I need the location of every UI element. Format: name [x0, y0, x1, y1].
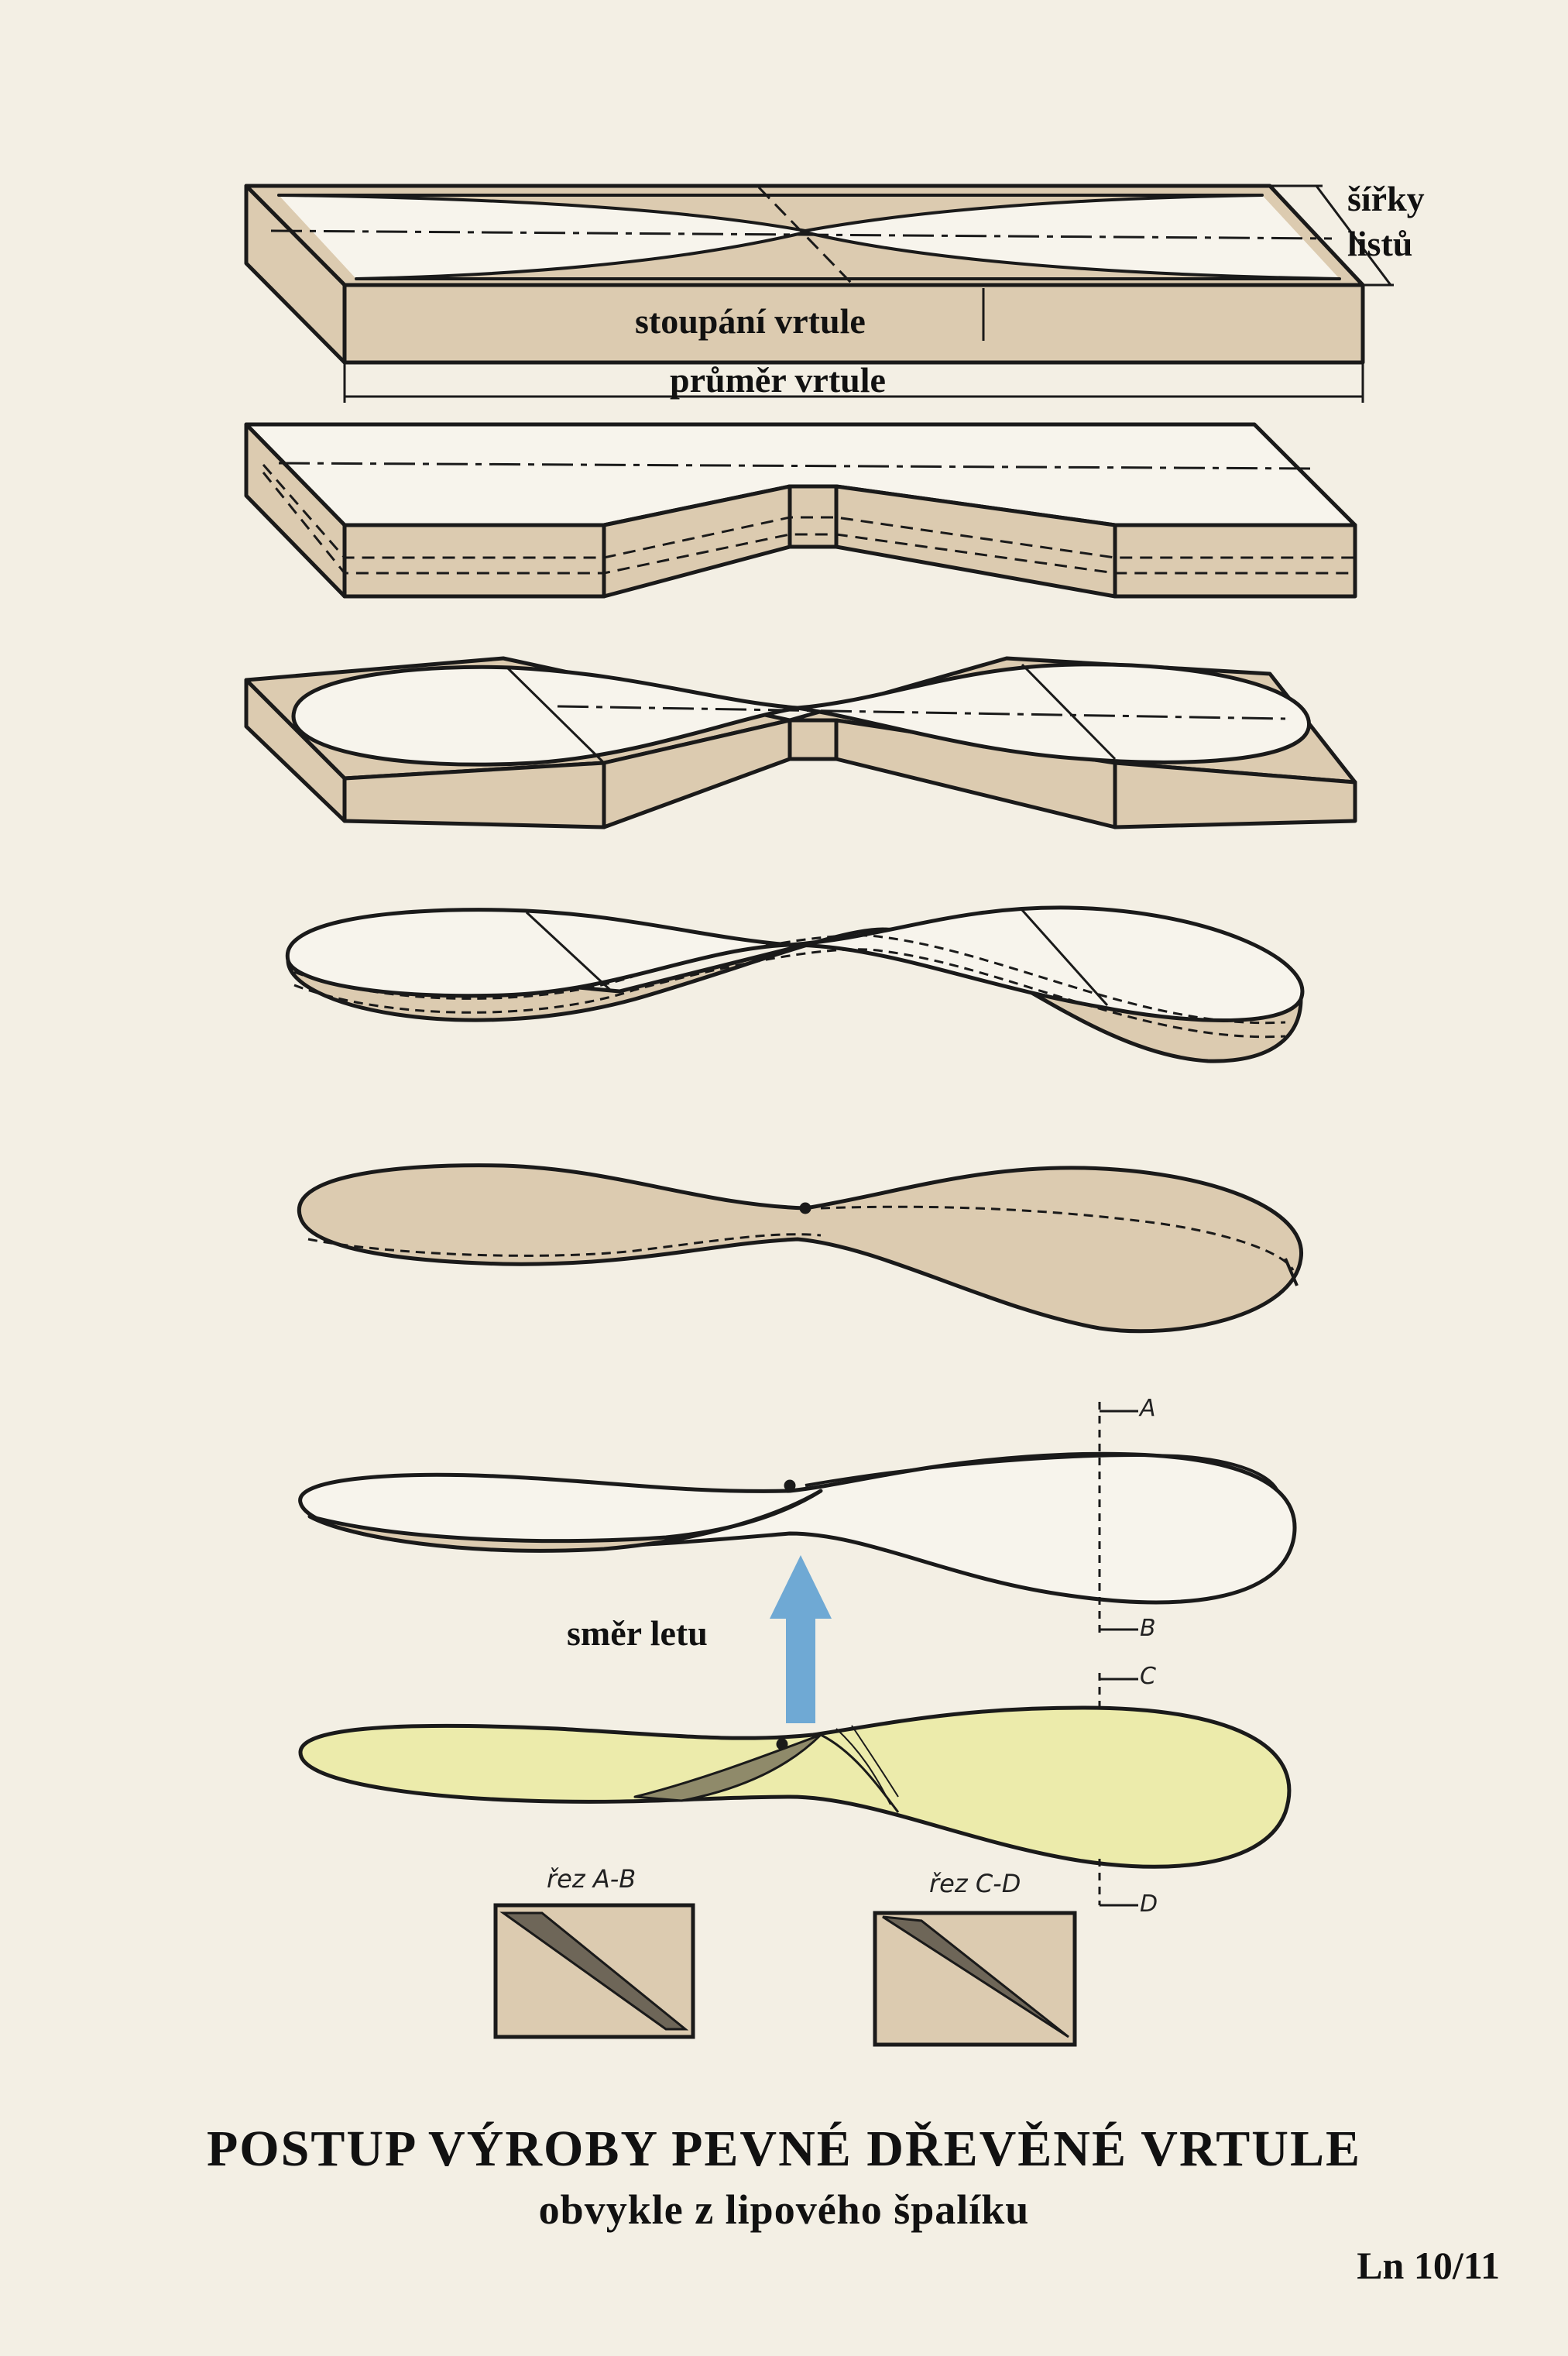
cross-section-cd-label: řez C-D: [929, 1869, 1021, 1898]
section-mark-b: B: [1140, 1615, 1156, 1642]
section-mark-a: A: [1140, 1395, 1156, 1422]
cross-section-ab-label: řez A-B: [547, 1864, 636, 1894]
page-code: Ln 10/11: [1357, 2244, 1500, 2287]
pitch-label: stoupání vrtule: [635, 301, 866, 341]
cross-section-cd-box: [873, 1911, 1077, 2047]
page-title: POSTUP VÝROBY PEVNÉ DŘEVĚNÉ VRTULE: [206, 2121, 1362, 2177]
cross-section-ab-box: [493, 1903, 695, 2039]
step-7-finished-propeller: [298, 1673, 1292, 1907]
diameter-label: průměr vrtule: [670, 360, 886, 400]
section-mark-c: C: [1140, 1663, 1156, 1690]
page-subtitle: obvykle z lipového špalíku: [538, 2186, 1030, 2233]
step-6-finished-outline: [298, 1402, 1297, 1634]
step-2-tapered-block: [244, 422, 1357, 599]
step-5-shaped-propeller: [297, 1163, 1303, 1334]
flight-direction-arrow: [770, 1555, 832, 1723]
flight-direction-label: směr letu: [567, 1613, 708, 1653]
blade-widths-label: šířky listů: [1347, 179, 1425, 263]
step-1-block: [244, 184, 1394, 403]
step-4-cut-outline: [285, 905, 1305, 1063]
step-3-outlined-block: [244, 656, 1357, 829]
section-mark-d: D: [1140, 1891, 1158, 1918]
